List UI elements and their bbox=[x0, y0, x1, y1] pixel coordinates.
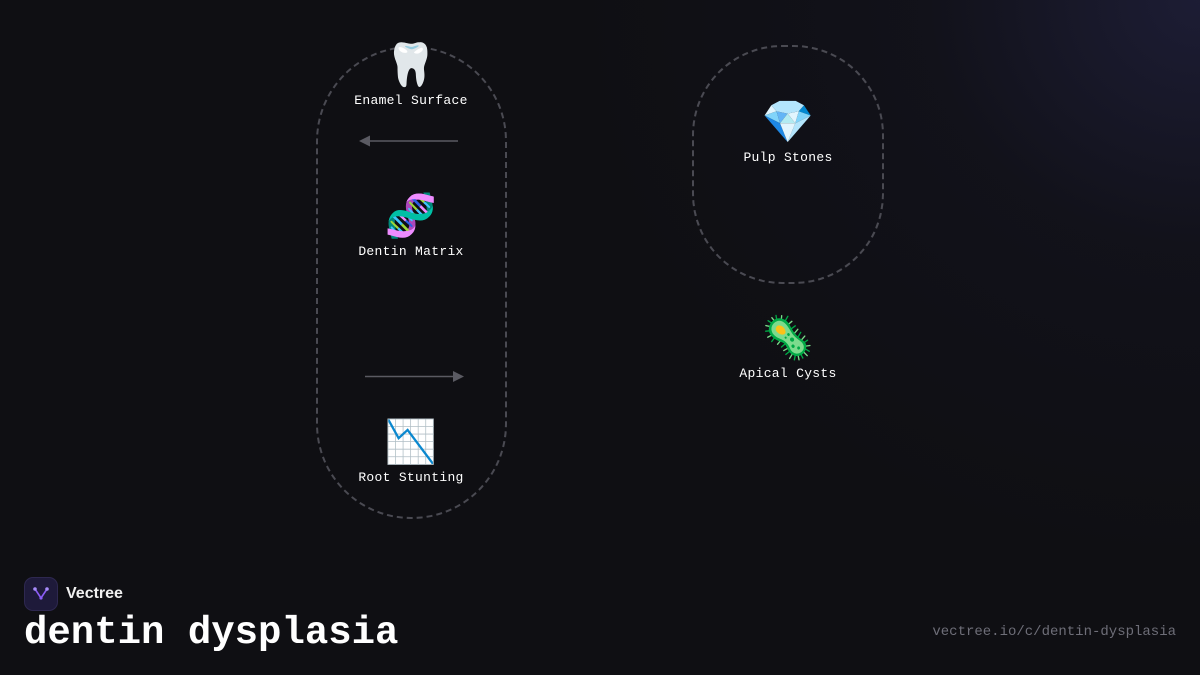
node-enamel-surface[interactable]: 🦷 Enamel Surface bbox=[331, 44, 491, 109]
page-title: dentin dysplasia bbox=[24, 611, 399, 655]
arrowhead-left-icon bbox=[359, 135, 370, 147]
page-url[interactable]: vectree.io/c/dentin-dysplasia bbox=[932, 624, 1176, 640]
node-label: Dentin Matrix bbox=[358, 244, 464, 259]
edge-to-right bbox=[365, 371, 464, 382]
node-apical-cysts[interactable]: 🦠 Apical Cysts bbox=[708, 317, 868, 382]
node-pulp-stones[interactable]: 💎 Pulp Stones bbox=[708, 101, 868, 166]
tooth-icon: 🦷 bbox=[384, 44, 438, 92]
vectree-logo-icon bbox=[24, 577, 58, 611]
dna-icon: 🧬 bbox=[384, 195, 438, 243]
brand-name: Vectree bbox=[66, 585, 123, 602]
node-label: Enamel Surface bbox=[354, 93, 468, 108]
node-label: Pulp Stones bbox=[743, 150, 833, 165]
group-right-container bbox=[692, 45, 884, 284]
gem-icon: 💎 bbox=[761, 101, 815, 149]
microbe-icon: 🦠 bbox=[761, 317, 815, 365]
node-label: Apical Cysts bbox=[739, 366, 837, 381]
group-left-container bbox=[316, 46, 507, 519]
arrowhead-right-icon bbox=[453, 371, 464, 382]
node-root-stunting[interactable]: 📉 Root Stunting bbox=[331, 421, 491, 486]
edge-to-enamel bbox=[359, 135, 458, 147]
node-label: Root Stunting bbox=[358, 470, 464, 485]
brand[interactable]: Vectree bbox=[24, 577, 123, 611]
chart-decreasing-icon: 📉 bbox=[384, 421, 438, 469]
node-dentin-matrix[interactable]: 🧬 Dentin Matrix bbox=[331, 195, 491, 260]
